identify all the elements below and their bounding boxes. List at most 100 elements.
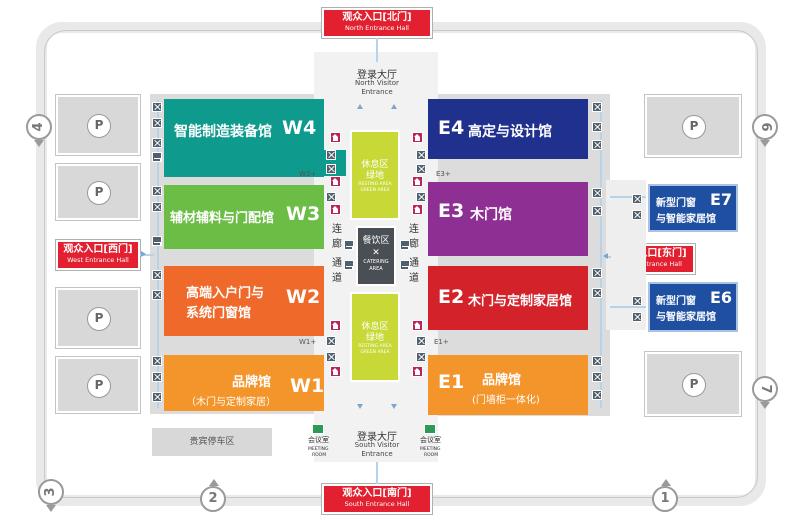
- restroom-icon: [592, 390, 602, 400]
- restroom-icon: [152, 102, 162, 112]
- corridor-text-left-4: 道: [332, 273, 342, 284]
- hall-e1[interactable]: E1 品牌馆 (门墙柜一体化): [428, 355, 588, 415]
- hall-w2-name-line2: 系统门窗馆: [186, 306, 252, 321]
- stairs-icon: [400, 240, 410, 250]
- hall-e4[interactable]: E4 高定与设计馆: [428, 99, 588, 159]
- parking-east-1: P: [644, 94, 742, 158]
- restroom-icon: [632, 194, 642, 204]
- restroom-icon: [592, 188, 602, 198]
- corridor-text-left-1: 连: [332, 224, 342, 235]
- north-entrance-cn: 观众入口[北门]: [342, 12, 412, 23]
- restroom-icon: [152, 138, 162, 148]
- rest-top-cn1: 休息区: [361, 160, 389, 170]
- north-lobby-cn: 登录大厅: [357, 70, 397, 81]
- restroom-icon: [152, 372, 162, 382]
- restroom-icon: [592, 122, 602, 132]
- w3-connector-label: W3+: [299, 170, 317, 178]
- restroom-icon: [632, 312, 642, 322]
- corridor-text-right-2: 廊: [409, 239, 419, 250]
- hall-e1-code: E1: [438, 371, 465, 393]
- rest-bottom-cn2: 绿地: [365, 333, 384, 343]
- hall-e7-line2: 与智能家居馆: [656, 214, 716, 225]
- e3-connector-label: E3+: [436, 170, 451, 178]
- restroom-icon: [416, 150, 426, 160]
- walkway-line: [610, 306, 646, 308]
- meeting-left-cn: 会议室: [308, 436, 329, 444]
- rest-top-en2: GREEN AREA: [360, 188, 390, 193]
- restroom-icon: [152, 202, 162, 212]
- hall-e6-line1: 新型门窗: [656, 296, 696, 307]
- parking-icon: P: [682, 373, 706, 397]
- hall-e1-name: 品牌馆: [482, 373, 522, 388]
- restroom-icon: [592, 372, 602, 382]
- hall-w1[interactable]: 品牌馆 （木门与定制家居） W1: [164, 355, 324, 411]
- rest-bottom-cn1: 休息区: [361, 322, 389, 332]
- meeting-room-icon: [312, 424, 324, 434]
- direction-arrow-down-icon: [357, 404, 363, 409]
- e1-connector-label: E1+: [434, 338, 449, 346]
- w1-connector-label: W1+: [299, 338, 317, 346]
- hall-e6[interactable]: 新型门窗 与智能家居馆 E6: [648, 282, 738, 332]
- service-home-icon: [330, 366, 341, 377]
- hall-w1-code: W1: [290, 375, 324, 397]
- north-lobby-en2: Entrance: [361, 88, 393, 96]
- hall-e2[interactable]: E2 木门与定制家居馆: [428, 266, 588, 330]
- hall-e7-code: E7: [710, 190, 733, 209]
- restroom-icon: [416, 352, 426, 362]
- gate-3-badge: 3: [38, 479, 64, 505]
- restroom-icon: [326, 192, 336, 202]
- rest-top-en1: RESTING AREA: [358, 182, 392, 187]
- stairs-icon: [400, 260, 410, 270]
- west-entrance-en: West Entrance Hall: [67, 256, 129, 264]
- hall-w1-name: 品牌馆: [232, 375, 272, 390]
- hall-e4-name: 高定与设计馆: [468, 124, 552, 140]
- direction-arrow-left-icon: [603, 253, 608, 259]
- parking-west-4: P: [55, 356, 141, 414]
- hall-w3-name: 辅材辅料与门配馆: [170, 211, 275, 226]
- hall-w1-sub: （木门与定制家居）: [186, 397, 276, 408]
- hall-w4-name: 智能制造装备馆: [174, 124, 272, 140]
- walkway-line: [376, 462, 378, 484]
- meeting-room-icon: [424, 424, 436, 434]
- fork-knife-icon: ✕: [372, 248, 380, 258]
- corridor-text-left-3: 通: [332, 258, 342, 269]
- meeting-left-en2: ROOM: [312, 453, 327, 458]
- restroom-icon: [326, 164, 336, 174]
- hall-e6-line2: 与智能家居馆: [656, 312, 716, 323]
- rest-area-bottom: 休息区 绿地 RESTING AREA GREEN AREA: [350, 292, 400, 382]
- direction-arrow-down-icon: [391, 404, 397, 409]
- south-lobby-cn: 登录大厅: [357, 432, 397, 443]
- east-entrance-cn: 观众入口[东门]: [617, 248, 687, 259]
- restroom-icon: [326, 352, 336, 362]
- parking-west-1: P: [55, 94, 141, 156]
- parking-icon: P: [682, 115, 706, 139]
- south-entrance-en: South Entrance Hall: [344, 500, 410, 508]
- restroom-icon: [592, 356, 602, 366]
- corridor-text-right-3: 通: [409, 258, 419, 269]
- hall-w2[interactable]: 高端入户门与 系统门窗馆 W2: [164, 266, 324, 336]
- walkway-line: [376, 38, 378, 62]
- hall-e7[interactable]: 新型门窗 与智能家居馆 E7: [648, 184, 738, 232]
- restroom-icon: [592, 288, 602, 298]
- gate-1-badge: 1: [652, 479, 678, 512]
- hall-e3[interactable]: E3 木门馆: [428, 182, 588, 256]
- restroom-icon: [152, 186, 162, 196]
- restroom-icon: [416, 336, 426, 346]
- parking-icon: P: [87, 114, 111, 138]
- gate-4-badge: 4: [26, 114, 52, 140]
- walkway-line: [610, 196, 646, 198]
- restroom-icon: [416, 192, 426, 202]
- stairs-icon: [152, 236, 162, 246]
- meeting-right-cn: 会议室: [420, 436, 441, 444]
- restroom-icon: [632, 210, 642, 220]
- parking-icon: P: [87, 181, 111, 205]
- hall-w4[interactable]: 智能制造装备馆 W4: [164, 99, 324, 177]
- catering-en2: AREA: [369, 266, 383, 272]
- direction-arrow-right-icon: [141, 251, 146, 257]
- hall-w3[interactable]: 辅材辅料与门配馆 W3: [164, 185, 324, 249]
- hall-w4-notch: [300, 150, 346, 176]
- walkway-line: [600, 100, 602, 408]
- stairs-icon: [344, 240, 354, 250]
- restroom-icon: [592, 268, 602, 278]
- north-lobby-en1: North Visitor: [355, 79, 399, 87]
